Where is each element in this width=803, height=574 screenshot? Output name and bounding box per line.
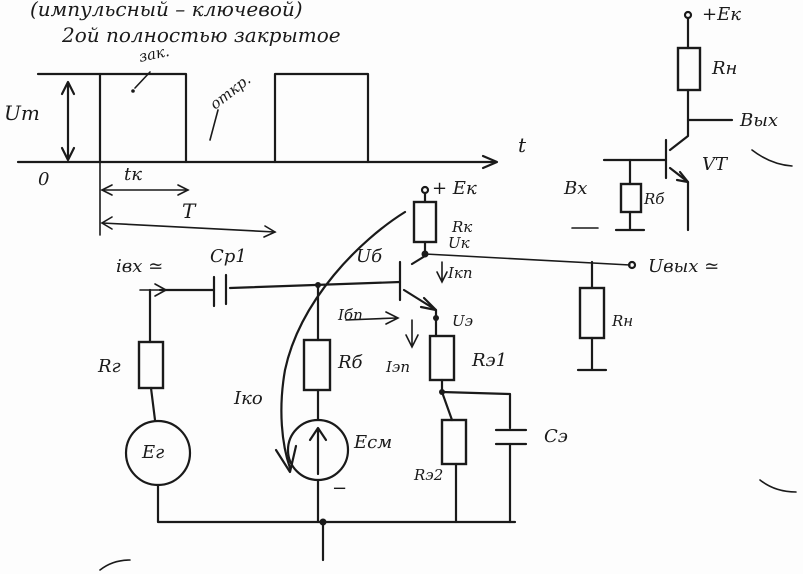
rb-label: Rб (337, 352, 364, 373)
iep-arrow (405, 319, 419, 349)
otkr-pointer (209, 109, 219, 141)
rg-bottom-wire (149, 386, 157, 422)
um-label: Uт (4, 101, 40, 125)
zero-label: 0 (38, 169, 49, 190)
amplitude-arrow-down (60, 146, 76, 162)
iep-label: Iэп (385, 358, 410, 376)
re1-resistor (428, 334, 456, 382)
pulse-1 (98, 72, 188, 164)
uout-label: Uвых ≃ (648, 256, 719, 277)
key-rb-label: Rб (643, 190, 665, 208)
page-mark-2 (759, 479, 797, 493)
ik0-label: Iко (233, 388, 263, 409)
re1-label: Rэ1 (471, 350, 507, 371)
rn-label: Rн (611, 312, 633, 330)
zak-dot (131, 89, 135, 93)
eg-label: Eг (141, 442, 164, 463)
key-collector (668, 118, 690, 152)
ub-label: Uб (356, 246, 383, 267)
pulse-2 (273, 72, 370, 164)
re2-top-wire (440, 390, 454, 422)
page-mark-1 (751, 149, 793, 167)
page-mark-3 (99, 559, 131, 571)
top-line-2: 2ой полностью закрытое (61, 23, 341, 47)
ecm-minus-label: − (332, 478, 347, 499)
re2-label: Rэ2 (413, 466, 443, 484)
amp-supply-label: + Eк (432, 178, 477, 199)
ik0-arrow (274, 444, 298, 474)
ecm-label: Eсм (353, 432, 392, 453)
uk-label: Uк (448, 234, 470, 252)
cp1-capacitor (212, 273, 228, 308)
amplitude-arrow-up (60, 80, 76, 96)
key-rn-resistor (676, 46, 702, 92)
cp1-label: Cp1 (210, 246, 247, 267)
period-arrow (263, 225, 277, 238)
tk-arrow-left (100, 184, 113, 196)
emitter-arrow (419, 296, 438, 312)
t-axis-label: t (518, 133, 527, 157)
top-line-1: (импульсный – ключевой) (30, 0, 303, 21)
ecm-arrow (308, 426, 328, 476)
rn-ground (576, 336, 608, 372)
ibp-label: Iбп (337, 306, 363, 324)
zak-pointer (134, 71, 151, 89)
period-arrow-left (100, 216, 113, 230)
otkr-label: откр. (206, 70, 254, 113)
period-dimension (101, 222, 276, 233)
rk-label: Rк (451, 218, 472, 236)
key-output-wire (686, 88, 734, 122)
emitter-node (433, 315, 439, 321)
key-supply-label: +Eк (702, 4, 741, 25)
tk-label: tк (124, 164, 142, 185)
period-label: T (182, 199, 197, 223)
ce-label: Cэ (544, 426, 568, 447)
key-out-label: Вых (739, 110, 778, 131)
ibx-arrow (139, 283, 168, 297)
key-vt-label: VT (702, 154, 729, 175)
ibx-label: iвх ≃ (116, 256, 163, 277)
ground-bus (156, 483, 517, 524)
tk-arrow (177, 184, 190, 196)
output-line (424, 253, 631, 266)
ikp-arrow (436, 261, 448, 284)
rb-resistor (302, 338, 332, 392)
ce-capacitor (494, 428, 528, 446)
time-axis-arrow (481, 154, 499, 170)
rn-resistor (578, 286, 606, 340)
key-in-label: Вх (563, 178, 587, 199)
key-emitter-arrow (675, 170, 690, 184)
emitter-wire (402, 288, 438, 338)
rg-resistor (137, 340, 165, 390)
rg-label: Rг (97, 356, 121, 377)
ik0-loop (280, 210, 407, 470)
key-rb-resistor (619, 182, 643, 214)
ue-label: Uэ (452, 312, 473, 330)
rk-resistor (412, 200, 438, 244)
key-rn-label: Rн (711, 58, 737, 79)
re2-resistor (440, 418, 468, 466)
amplifier-circuit: + Eк Rк Uк Iкп Uб Iбп Uэ Iэп Rэ1 Rэ2 Cэ … (97, 178, 719, 562)
key-rb-ground (614, 210, 646, 232)
key-circuit: +Eк Rн Вых Вх Rб VT (563, 4, 778, 232)
ikp-label: Iкп (447, 264, 473, 282)
ibp-arrow (345, 311, 400, 325)
ce-top-wire (440, 390, 512, 430)
pulse-diagram: Uт 0 зак. откр. t tк T (4, 42, 527, 238)
output-terminal (627, 260, 637, 270)
